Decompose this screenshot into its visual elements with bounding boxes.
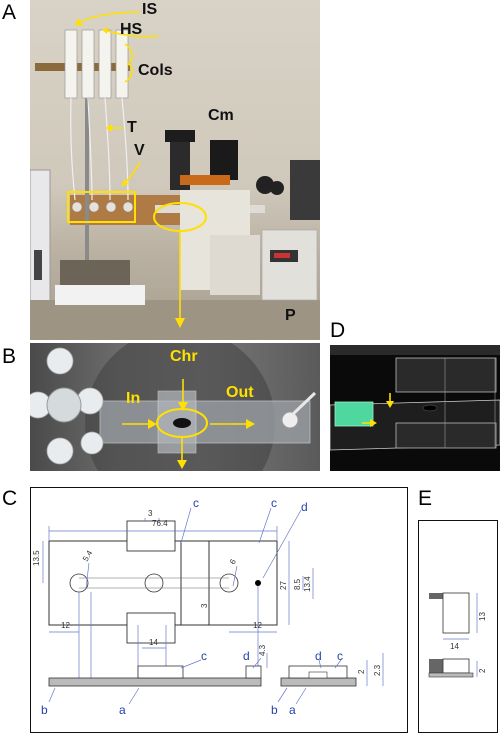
label-v: V	[134, 142, 145, 159]
label-c-top1: c	[193, 496, 199, 510]
dim-2: 2	[357, 669, 366, 674]
dim-8-5: 8.5	[293, 578, 302, 590]
diagram-panel-c: 76.4 3 13.5 5.4 6 12 12 3 27 8.5 13.4 14…	[30, 487, 408, 733]
dim-12-right: 12	[253, 621, 262, 630]
label-c-top2: c	[271, 496, 277, 510]
dim-e-2: 2	[478, 668, 487, 673]
dim-3-top: 3	[148, 509, 153, 518]
photo-panel-b: Chr In Out	[30, 343, 320, 471]
dim-5-4: 5.4	[81, 548, 95, 563]
label-b-left: b	[41, 703, 48, 717]
label-p: P	[285, 307, 296, 324]
panel-label-d: D	[330, 319, 346, 342]
label-c-side1: c	[201, 649, 207, 663]
dim-2-3: 2.3	[373, 664, 382, 676]
chamber-side-illustration	[330, 345, 500, 451]
chamber-illustration	[30, 343, 317, 471]
dim-3-mid: 3	[200, 603, 209, 608]
dim-14: 14	[149, 638, 158, 647]
dim-76-4: 76.4	[152, 519, 168, 528]
label-d-side: d	[243, 649, 250, 663]
photo-panel-a: IS HS Cols T V Cm P	[30, 0, 320, 340]
label-cols: Cols	[138, 62, 173, 79]
label-chr: Chr	[170, 348, 198, 365]
label-c-side2: c	[337, 649, 343, 663]
label-in: In	[126, 390, 141, 407]
label-out: Out	[226, 384, 254, 401]
dim-e-13: 13	[478, 612, 487, 621]
dim-e-14: 14	[450, 642, 459, 651]
label-b-right: b	[271, 703, 278, 717]
dim-13-5: 13.5	[32, 550, 41, 566]
dim-27: 27	[279, 581, 288, 590]
dim-13-4: 13.4	[303, 576, 312, 592]
label-t: T	[127, 119, 137, 136]
label-hs: HS	[120, 21, 143, 38]
chamber-drawing: 76.4 3 13.5 5.4 6 12 12 3 27 8.5 13.4 14…	[32, 496, 384, 717]
label-a-left: a	[119, 703, 126, 717]
label-cm: Cm	[208, 107, 234, 124]
panel-label-b: B	[2, 345, 17, 368]
panel-label-e: E	[418, 487, 433, 510]
label-d-side2: d	[315, 649, 322, 663]
panel-label-a: A	[2, 1, 17, 24]
insert-drawing: 13 14 2	[428, 592, 487, 678]
label-d-top: d	[301, 500, 308, 514]
label-is: IS	[142, 1, 158, 18]
dim-4-3: 4.3	[258, 644, 267, 656]
dim-6: 6	[228, 557, 238, 566]
lab-setup-illustration	[30, 11, 320, 340]
dim-12-left: 12	[61, 621, 70, 630]
photo-panel-d	[330, 345, 500, 471]
diagram-panel-e: 13 14 2	[418, 520, 498, 733]
panel-label-c: C	[2, 487, 18, 510]
label-a-right: a	[289, 703, 296, 717]
